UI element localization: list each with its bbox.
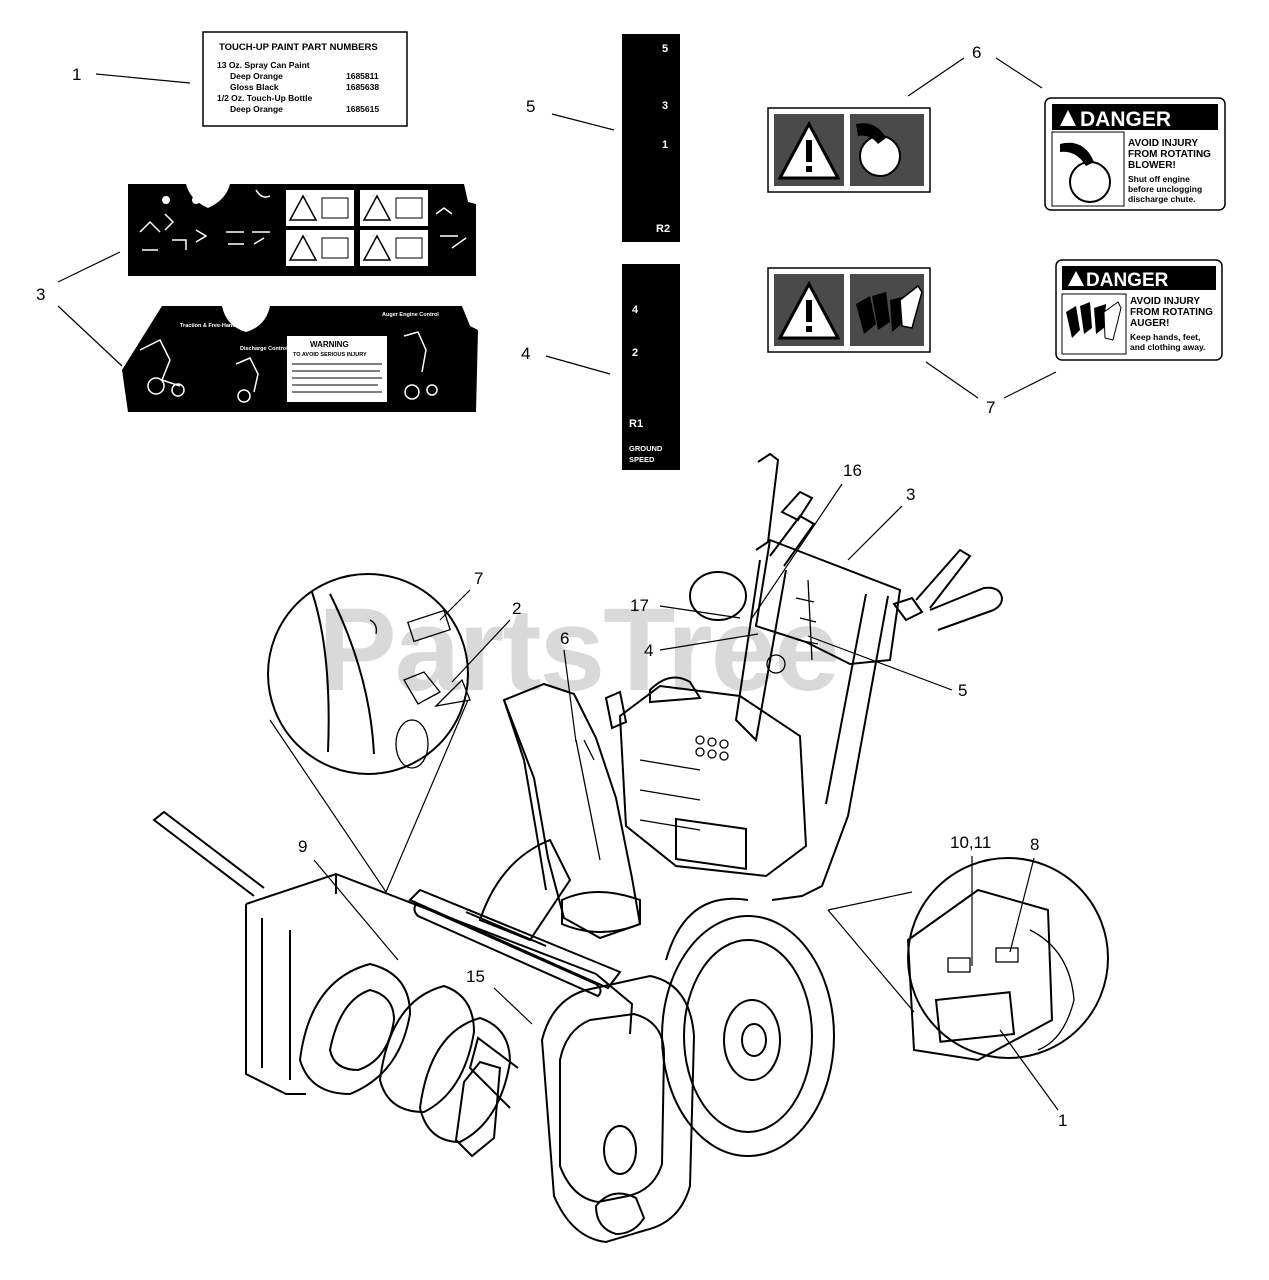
gear-r2: R2 xyxy=(656,223,670,235)
leader-15 xyxy=(493,987,533,1025)
leader-3-machine xyxy=(847,505,903,561)
leader-4-machine xyxy=(659,633,759,651)
callout-10-11: 10,11 xyxy=(950,833,991,852)
danger-blower-line5: before unclogging xyxy=(1128,184,1202,194)
leader-3-upper xyxy=(57,251,121,283)
detail-right-cone-a xyxy=(827,891,913,911)
gear-1: 1 xyxy=(662,139,668,151)
gear-ground: GROUND xyxy=(629,444,663,453)
danger-auger-line5: and clothing away. xyxy=(1130,342,1205,352)
gear-r1: R1 xyxy=(629,418,643,430)
panel-auger-label: Auger Engine Control xyxy=(382,312,439,318)
panel-warning-text: WARNING xyxy=(310,340,349,349)
warning-pictogram-blower xyxy=(767,107,931,193)
danger-blower-line4: Shut off engine xyxy=(1128,174,1190,184)
callout-6-machine: 6 xyxy=(560,629,569,648)
danger-blower-header: DANGER xyxy=(1080,108,1171,131)
leader-2 xyxy=(451,619,511,683)
leader-5-top xyxy=(551,113,615,131)
snowblower-illustration xyxy=(152,452,1109,1244)
paint-label-title: TOUCH-UP PAINT PART NUMBERS xyxy=(219,42,378,53)
paint-label-line5-name: Deep Orange xyxy=(230,104,283,114)
dashboard-decal-upper xyxy=(128,184,476,276)
leader-17 xyxy=(659,605,741,619)
paint-label-line2-num: 1685811 xyxy=(346,71,379,81)
panel-avoid-text: TO AVOID SERIOUS INJURY xyxy=(293,352,367,358)
callout-8: 8 xyxy=(1030,835,1039,854)
leader-4-mid xyxy=(545,355,611,375)
panel-discharge-label: Discharge Control xyxy=(240,346,288,352)
dashboard-decal-lower: Traction & Free-Hand Control Discharge C… xyxy=(122,306,478,412)
gear-2: 2 xyxy=(632,347,638,359)
leader-3-lower xyxy=(57,305,123,367)
leader-6-right xyxy=(995,57,1043,89)
danger-blower-line2: FROM ROTATING xyxy=(1128,149,1211,160)
leader-7-detail xyxy=(439,589,471,621)
callout-1-top: 1 xyxy=(72,65,81,84)
callout-1-bottom: 1 xyxy=(1058,1111,1067,1130)
leader-1-top xyxy=(95,73,191,84)
danger-decal-blower: DANGER AVOID INJURY FROM ROTATING BLOWER… xyxy=(1044,97,1226,211)
leader-9 xyxy=(313,859,399,961)
gear-5: 5 xyxy=(662,43,668,55)
callout-6: 6 xyxy=(972,43,981,62)
paint-label-line3-name: Gloss Black xyxy=(230,82,279,92)
callout-4-machine: 4 xyxy=(644,641,653,660)
paint-label-line2-name: Deep Orange xyxy=(230,71,283,81)
gear-speed: SPEED xyxy=(629,455,655,464)
danger-decal-auger: DANGER AVOID INJURY FROM ROTATING AUGER!… xyxy=(1055,259,1223,361)
danger-auger-header: DANGER xyxy=(1086,270,1169,291)
callout-3-left: 3 xyxy=(36,285,45,304)
callout-7-detail: 7 xyxy=(474,569,483,588)
warning-pictogram-auger xyxy=(767,267,931,353)
danger-auger-line2: FROM ROTATING xyxy=(1130,307,1213,318)
leader-6-machine xyxy=(563,649,577,743)
callout-16: 16 xyxy=(843,461,862,480)
danger-blower-line1: AVOID INJURY xyxy=(1128,138,1198,149)
gear-3: 3 xyxy=(662,100,668,112)
callout-15: 15 xyxy=(466,967,485,986)
leader-8 xyxy=(1009,857,1035,953)
paint-label-line1: 13 Oz. Spray Can Paint xyxy=(217,60,310,70)
paint-label-decal: TOUCH-UP PAINT PART NUMBERS 13 Oz. Spray… xyxy=(202,31,408,127)
leader-7-left xyxy=(925,361,979,399)
danger-blower-line6: discharge chute. xyxy=(1128,194,1196,204)
detail-left-cone-b xyxy=(385,699,469,893)
paint-label-line5-num: 1685615 xyxy=(346,104,379,114)
gear-decal-forward: 5 3 1 R2 xyxy=(622,34,680,242)
leader-7-right xyxy=(1003,371,1057,399)
leader-1-bottom xyxy=(999,1029,1059,1111)
callout-17: 17 xyxy=(630,596,649,615)
danger-auger-line1: AVOID INJURY xyxy=(1130,296,1200,307)
gear-decal-reverse: 4 2 R1 GROUND SPEED xyxy=(622,264,680,470)
callout-7-right: 7 xyxy=(986,398,995,417)
detail-right-cone-b xyxy=(827,909,915,1013)
leader-16 xyxy=(751,483,843,619)
leader-5-machine xyxy=(807,635,953,691)
paint-label-line3-num: 1685638 xyxy=(346,82,379,92)
callout-5-machine: 5 xyxy=(958,681,967,700)
callout-9: 9 xyxy=(298,837,307,856)
danger-auger-line3: AUGER! xyxy=(1130,318,1169,329)
callout-5-top: 5 xyxy=(526,97,535,116)
callout-2: 2 xyxy=(512,599,521,618)
paint-label-line4: 1/2 Oz. Touch-Up Bottle xyxy=(217,93,313,103)
panel-traction-label: Traction & Free-Hand Control xyxy=(180,323,257,329)
callout-3-machine: 3 xyxy=(906,485,915,504)
callout-4-mid: 4 xyxy=(521,344,530,363)
danger-auger-line4: Keep hands, feet, xyxy=(1130,332,1200,342)
leader-6-left xyxy=(907,57,965,97)
detail-left-cone-a xyxy=(269,719,387,893)
danger-blower-line3: BLOWER! xyxy=(1128,160,1176,171)
gear-4: 4 xyxy=(632,304,639,316)
